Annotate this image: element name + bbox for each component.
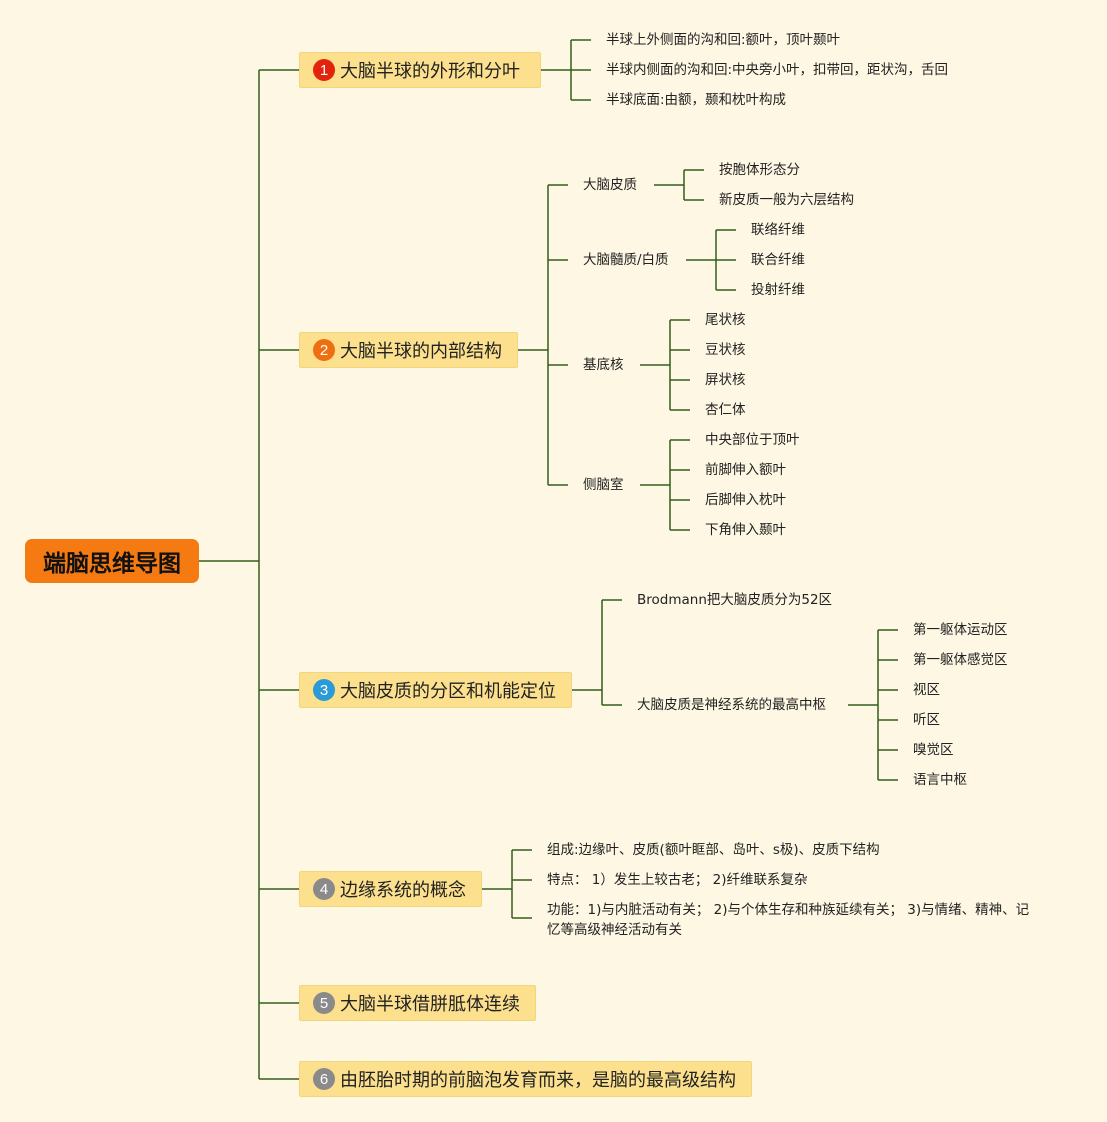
topic-6[interactable]: 6 由胚胎时期的前脑泡发育而来，是脑的最高级结构	[299, 1061, 752, 1097]
lateral-ventricle-child-3[interactable]: 后脚伸入枕叶	[705, 492, 786, 508]
topic-5-label: 大脑半球借胼胝体连续	[340, 994, 520, 1015]
area-3[interactable]: 视区	[913, 682, 940, 698]
lateral-ventricle-child-2[interactable]: 前脚伸入额叶	[705, 462, 786, 478]
limbic-features[interactable]: 特点： 1）发生上较古老； 2)纤维联系复杂	[547, 872, 808, 888]
number-badge-1: 1	[313, 59, 335, 81]
cortex-child-2[interactable]: 新皮质一般为六层结构	[719, 192, 854, 208]
number-badge-4: 4	[313, 878, 335, 900]
lateral-ventricle-child-4[interactable]: 下角伸入颞叶	[705, 522, 786, 538]
topic-4[interactable]: 4 边缘系统的概念	[299, 871, 482, 907]
highest-center-node[interactable]: 大脑皮质是神经系统的最高中枢	[637, 697, 826, 713]
number-badge-6: 6	[313, 1068, 335, 1090]
lateral-ventricle-child-1[interactable]: 中央部位于顶叶	[705, 432, 800, 448]
area-5[interactable]: 嗅觉区	[913, 742, 954, 758]
topic-1-item-1[interactable]: 半球上外侧面的沟和回:额叶，顶叶颞叶	[606, 32, 841, 48]
white-matter-child-3[interactable]: 投射纤维	[751, 282, 805, 298]
topic-3[interactable]: 3 大脑皮质的分区和机能定位	[299, 672, 572, 708]
basal-nuclei-node[interactable]: 基底核	[583, 357, 624, 373]
number-badge-3: 3	[313, 679, 335, 701]
area-6[interactable]: 语言中枢	[913, 772, 967, 788]
topic-2-label: 大脑半球的内部结构	[340, 341, 502, 362]
topic-2[interactable]: 2 大脑半球的内部结构	[299, 332, 518, 368]
topic-6-label: 由胚胎时期的前脑泡发育而来，是脑的最高级结构	[340, 1070, 736, 1091]
white-matter-child-1[interactable]: 联络纤维	[751, 222, 805, 238]
topic-4-label: 边缘系统的概念	[340, 880, 466, 901]
number-badge-2: 2	[313, 339, 335, 361]
number-badge-5: 5	[313, 992, 335, 1014]
topic-5[interactable]: 5 大脑半球借胼胝体连续	[299, 985, 536, 1021]
basal-nuclei-child-4[interactable]: 杏仁体	[705, 402, 746, 418]
topic-3-label: 大脑皮质的分区和机能定位	[340, 681, 556, 702]
area-1[interactable]: 第一躯体运动区	[913, 622, 1008, 638]
topic-1-item-2[interactable]: 半球内侧面的沟和回:中央旁小叶，扣带回，距状沟，舌回	[606, 62, 949, 78]
basal-nuclei-child-3[interactable]: 屏状核	[705, 372, 746, 388]
lateral-ventricle-node[interactable]: 侧脑室	[583, 477, 624, 493]
basal-nuclei-child-1[interactable]: 尾状核	[705, 312, 746, 328]
topic-1-item-3[interactable]: 半球底面:由额，颞和枕叶构成	[606, 92, 787, 108]
basal-nuclei-child-2[interactable]: 豆状核	[705, 342, 746, 358]
root-node[interactable]: 端脑思维导图	[25, 539, 199, 583]
white-matter-child-2[interactable]: 联合纤维	[751, 252, 805, 268]
limbic-composition[interactable]: 组成:边缘叶、皮质(额叶眶部、岛叶、s极)、皮质下结构	[547, 842, 880, 858]
area-2[interactable]: 第一躯体感觉区	[913, 652, 1008, 668]
cortex-node[interactable]: 大脑皮质	[583, 177, 637, 193]
topic-1-label: 大脑半球的外形和分叶	[340, 61, 520, 82]
area-4[interactable]: 听区	[913, 712, 940, 728]
cortex-child-1[interactable]: 按胞体形态分	[719, 162, 800, 178]
limbic-functions[interactable]: 功能：1)与内脏活动有关； 2)与个体生存和种族延续有关； 3)与情绪、精神、记…	[547, 902, 1030, 938]
white-matter-node[interactable]: 大脑髓质/白质	[583, 252, 669, 268]
topic-1[interactable]: 1 大脑半球的外形和分叶	[299, 52, 541, 88]
brodmann-node[interactable]: Brodmann把大脑皮质分为52区	[637, 592, 833, 608]
